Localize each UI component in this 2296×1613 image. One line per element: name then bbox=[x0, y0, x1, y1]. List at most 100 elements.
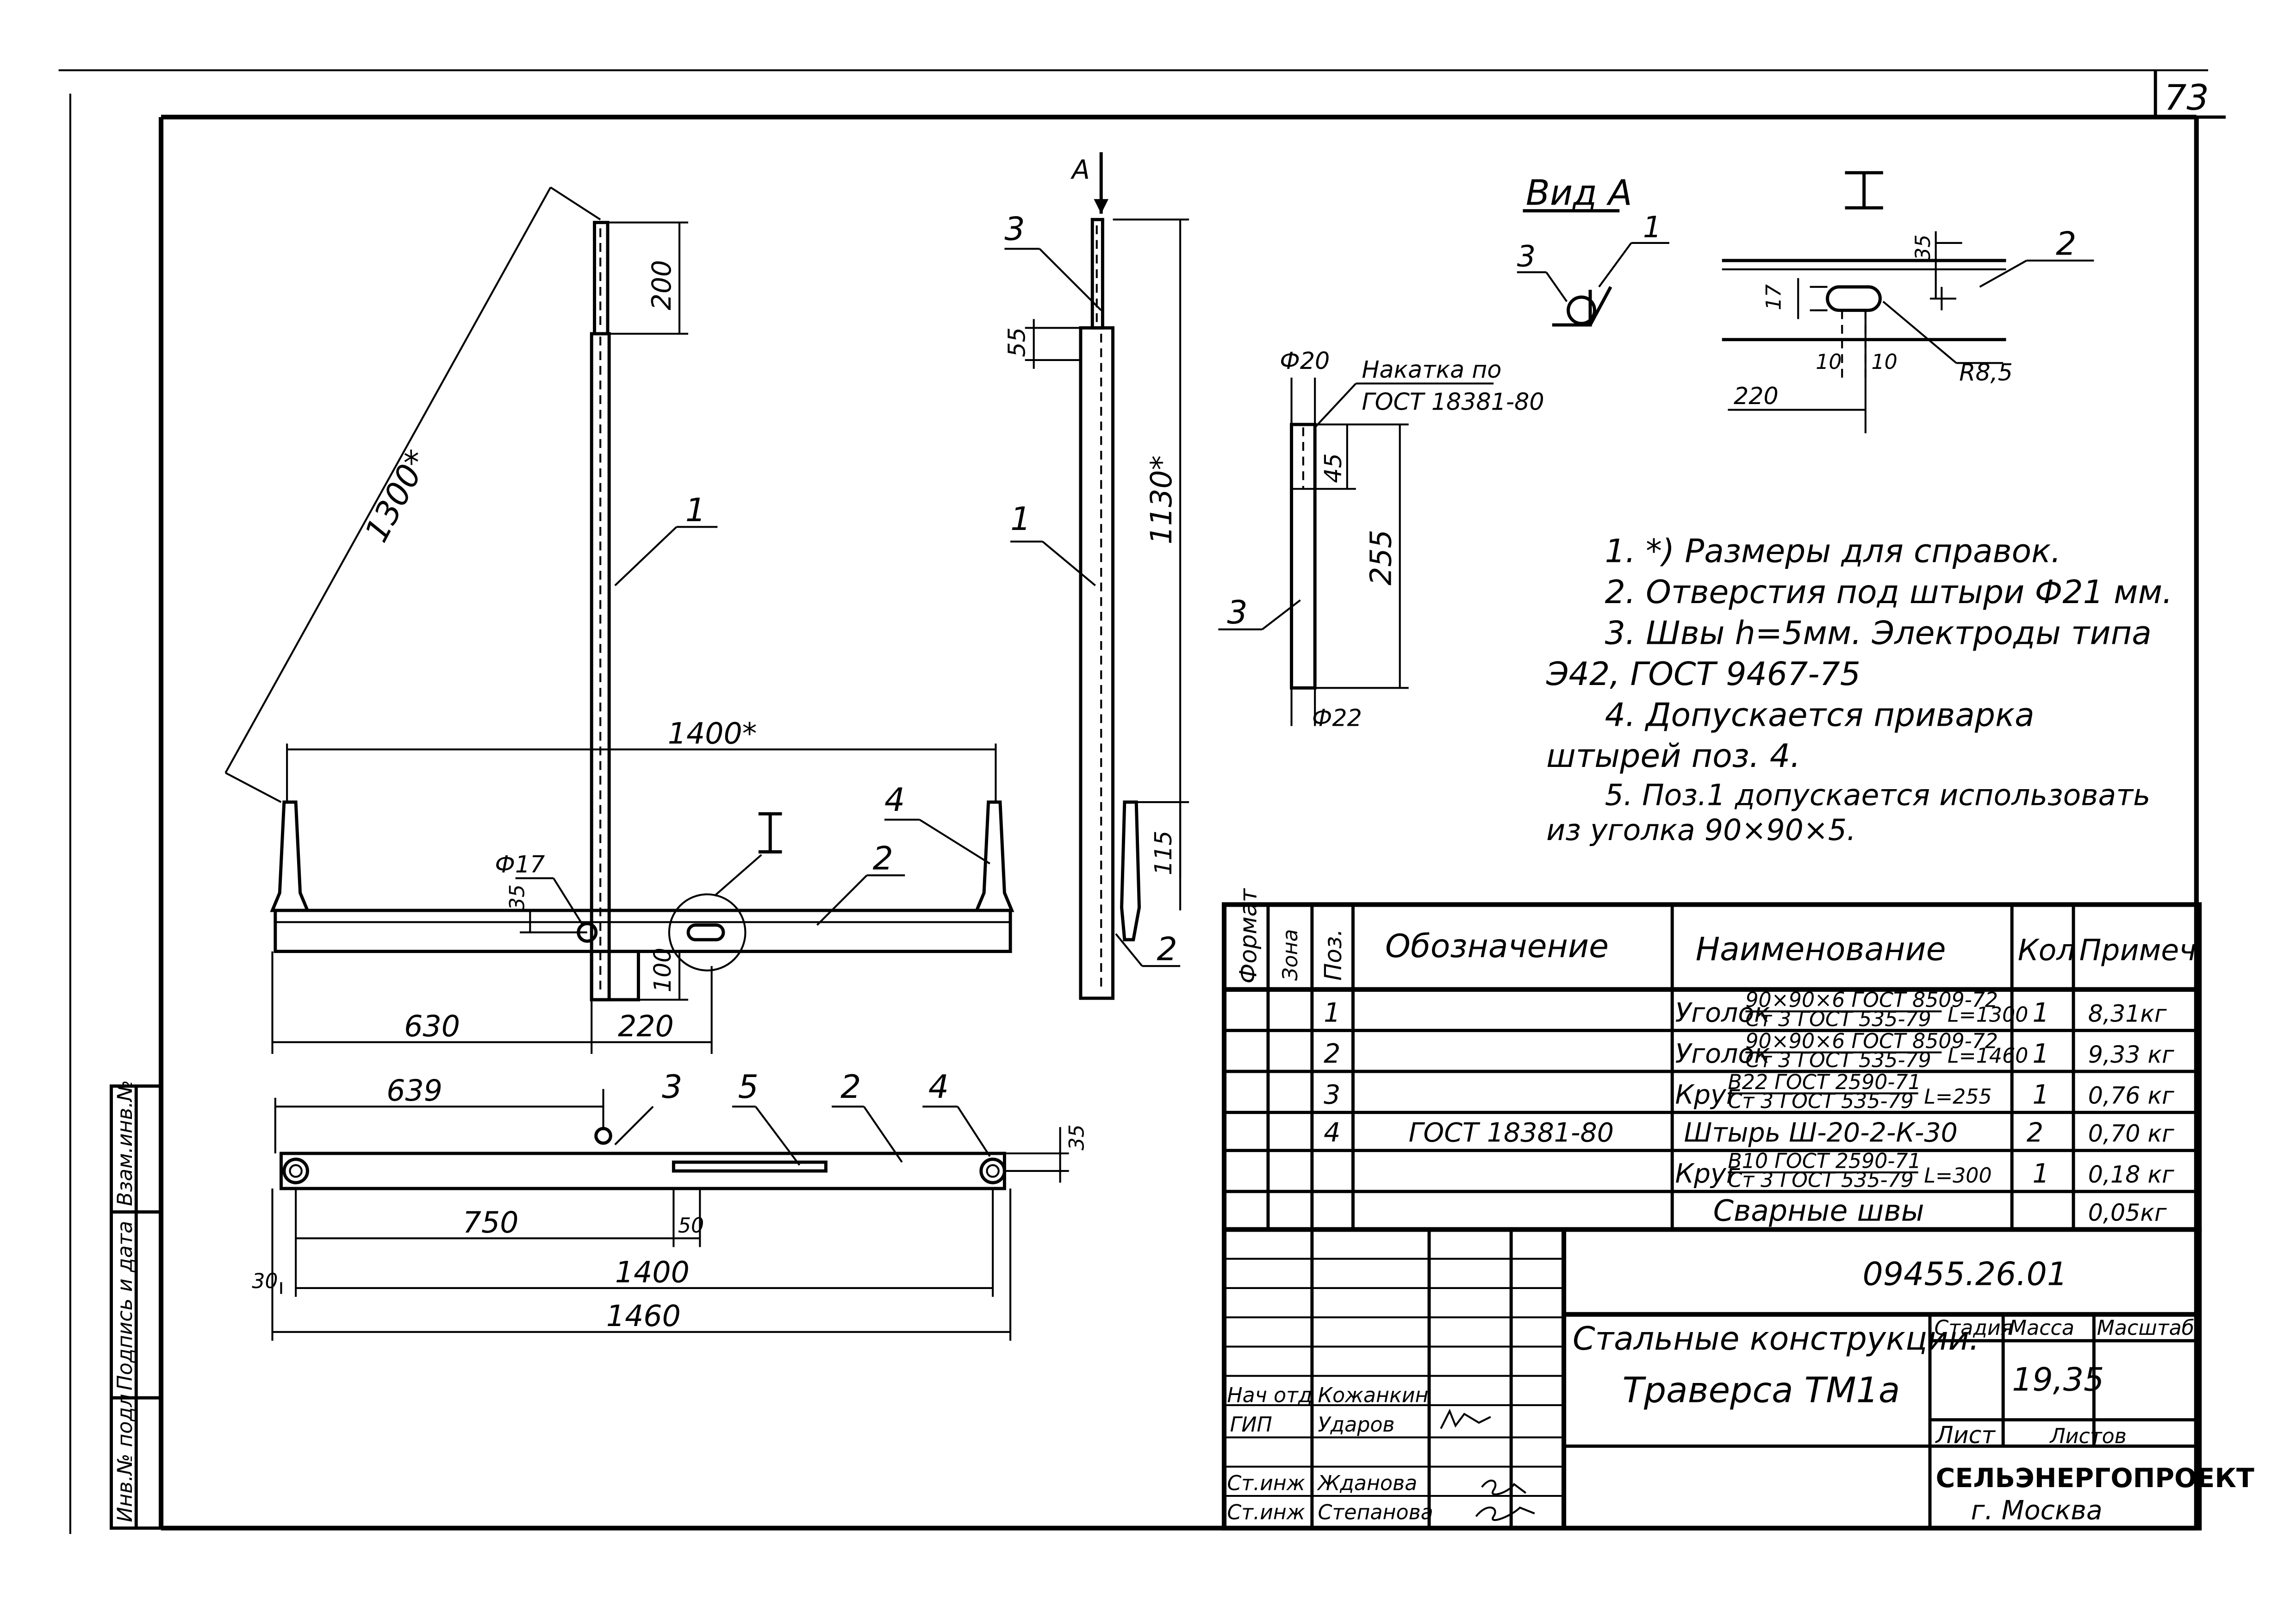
dim-phi20: Ф20 bbox=[1280, 347, 1330, 374]
sheet-label: Лист bbox=[1935, 1421, 1996, 1449]
note-5b: из уголка 90×90×5. bbox=[1546, 813, 1856, 847]
note-3: 3. Швы h=5мм. Электроды типа bbox=[1605, 614, 2152, 652]
signer-role-3: Ст.инж bbox=[1227, 1471, 1305, 1495]
note-3b: Э42, ГОСТ 9467-75 bbox=[1546, 655, 1860, 693]
bom-row6-note: 0,05кг bbox=[2088, 1199, 2167, 1226]
dim-639: 639 bbox=[386, 1073, 442, 1108]
dim-35-front: 35 bbox=[506, 884, 529, 910]
bom-row1-note: 8,31кг bbox=[2088, 1000, 2167, 1027]
bom-row4-note: 0,70 кг bbox=[2088, 1120, 2174, 1147]
dim-45: 45 bbox=[1319, 453, 1347, 483]
callout-pin-3: 3 bbox=[1227, 594, 1247, 631]
dim-630: 630 bbox=[404, 1009, 460, 1043]
front-view bbox=[224, 187, 1014, 1054]
note-1: 1. *) Размеры для справок. bbox=[1605, 532, 2061, 570]
bom-row3-tail: L=255 bbox=[1924, 1085, 1991, 1109]
stage-label: Стадия bbox=[1935, 1316, 2013, 1340]
callout-side-1: 1 bbox=[1010, 500, 1031, 538]
bom-header-name: Наименование bbox=[1696, 931, 1946, 968]
org-name: СЕЛЬЭНЕРГОПРОЕКТ bbox=[1936, 1463, 2254, 1494]
dim-1400: 1400 bbox=[615, 1255, 690, 1289]
dim-10a: 10 bbox=[1816, 350, 1842, 374]
bom-row5-name: Круг bbox=[1675, 1158, 1741, 1189]
bom-header-note: Примеч bbox=[2079, 933, 2196, 967]
doc-number: 09455.26.01 bbox=[1862, 1256, 2067, 1293]
sheets-label: Листов bbox=[2049, 1425, 2126, 1448]
dim-1460: 1460 bbox=[606, 1299, 681, 1333]
dim-35-section: 35 bbox=[1911, 235, 1935, 261]
mass-label: Масса bbox=[2009, 1316, 2074, 1340]
section-i bbox=[1722, 171, 2094, 434]
bom-row5-qty: 1 bbox=[2032, 1158, 2049, 1189]
signer-name-3: Жданова bbox=[1317, 1471, 1418, 1495]
bom-row3-note: 0,76 кг bbox=[2088, 1082, 2174, 1109]
bom-row1-name: Уголок bbox=[1675, 997, 1770, 1028]
signer-role-1: Нач отд bbox=[1227, 1384, 1312, 1407]
side-view bbox=[1004, 152, 1189, 1000]
bom-row4-qty: 2 bbox=[2027, 1118, 2043, 1148]
bom-row2-qty: 1 bbox=[2032, 1039, 2049, 1069]
dim-220-section: 220 bbox=[1734, 382, 1779, 410]
bom-row4-designation: ГОСТ 18381-80 bbox=[1409, 1118, 1614, 1148]
dim-750: 750 bbox=[463, 1205, 519, 1239]
dim-1130-star: 1130* bbox=[1144, 455, 1178, 545]
dim-r85: R8,5 bbox=[1959, 359, 2013, 386]
callout-front-2: 2 bbox=[873, 840, 893, 877]
dim-255: 255 bbox=[1364, 529, 1398, 585]
callout-side-2: 2 bbox=[1157, 931, 1177, 968]
view-a bbox=[1517, 209, 1669, 327]
bom-row2-name: Уголок bbox=[1675, 1039, 1770, 1069]
side-stamp-inv: Инв.№ подл bbox=[113, 1394, 137, 1522]
signer-name-4: Степанова bbox=[1318, 1501, 1433, 1525]
doc-title-2: Траверса ТМ1а bbox=[1623, 1370, 1900, 1411]
bom-row1-qty: 1 bbox=[2032, 997, 2049, 1028]
dim-55: 55 bbox=[1003, 327, 1031, 357]
page-number: 73 bbox=[2164, 77, 2209, 118]
signer-name-1: Кожанкин bbox=[1318, 1384, 1429, 1407]
bom-row4-pos: 4 bbox=[1324, 1118, 1340, 1148]
arrow-a-label: A bbox=[1070, 155, 1090, 185]
dim-10b: 10 bbox=[1871, 350, 1897, 374]
side-stamp-sign: Подпись и дата bbox=[113, 1221, 137, 1391]
bom-row3-qty: 1 bbox=[2032, 1079, 2049, 1110]
callout-view-a-1: 1 bbox=[1643, 210, 1661, 244]
bom-header-designation: Обозначение bbox=[1385, 928, 1609, 965]
knurl-note-1: Накатка по bbox=[1362, 356, 1501, 383]
dim-phi17: Ф17 bbox=[495, 851, 545, 878]
bom-row2-tail: L=1460 bbox=[1948, 1044, 2028, 1068]
side-stamp-replace: Взам.инв.№ bbox=[113, 1080, 137, 1206]
view-a-title: Вид А bbox=[1526, 173, 1632, 213]
doc-title-1: Стальные конструкции. bbox=[1573, 1320, 1979, 1358]
callout-view-a-3: 3 bbox=[1517, 239, 1536, 274]
dim-35-plan: 35 bbox=[1065, 1124, 1089, 1150]
dim-30: 30 bbox=[252, 1270, 278, 1293]
bom-row1-tail: L=1300 bbox=[1948, 1003, 2028, 1027]
bom-header-pos: Поз. bbox=[1319, 929, 1347, 981]
callout-section-2: 2 bbox=[2056, 225, 2076, 262]
bom-table bbox=[1221, 902, 2202, 1232]
dim-17: 17 bbox=[1762, 284, 1786, 310]
note-4b: штырей поз. 4. bbox=[1546, 737, 1800, 775]
bom-row1-bottom: Ст 3 ГОСТ 535-79 bbox=[1745, 1008, 1931, 1031]
bom-row3-top: В22 ГОСТ 2590-71 bbox=[1728, 1071, 1921, 1094]
scale-label: Масштаб bbox=[2097, 1316, 2194, 1340]
dim-200: 200 bbox=[647, 260, 677, 311]
note-2: 2. Отверстия под штыри Ф21 мм. bbox=[1605, 573, 2173, 611]
dim-1400-star: 1400* bbox=[668, 716, 757, 751]
callout-plan-3: 3 bbox=[662, 1068, 682, 1106]
note-5: 5. Поз.1 допускается использовать bbox=[1605, 778, 2151, 812]
bom-row4-name: Штырь Ш-20-2-К-30 bbox=[1684, 1118, 1957, 1148]
bom-row6-name: Сварные швы bbox=[1713, 1193, 1924, 1227]
bom-header-format: Формат bbox=[1235, 888, 1262, 984]
bom-row3-name: Круг bbox=[1675, 1079, 1741, 1110]
bom-row3-bottom: Ст 3 ГОСТ 535-79 bbox=[1728, 1090, 1913, 1113]
bom-row5-top: В10 ГОСТ 2590-71 bbox=[1728, 1150, 1921, 1173]
org-city: г. Москва bbox=[1971, 1495, 2103, 1526]
dim-220-front: 220 bbox=[618, 1009, 674, 1043]
knurl-note-2: ГОСТ 18381-80 bbox=[1362, 388, 1544, 415]
callout-plan-5: 5 bbox=[738, 1068, 759, 1106]
bom-row2-note: 9,33 кг bbox=[2088, 1041, 2174, 1068]
dim-50: 50 bbox=[678, 1214, 704, 1238]
bom-row5-note: 0,18 кг bbox=[2088, 1161, 2174, 1188]
